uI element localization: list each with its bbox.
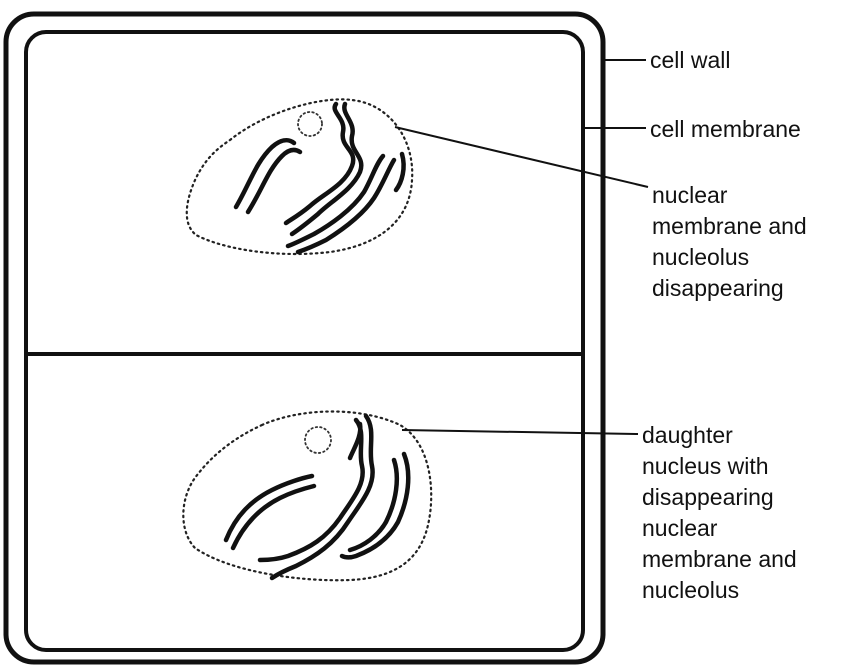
label-line: disappearing [642, 482, 797, 513]
lower-nucleolus [305, 427, 331, 453]
label-daughter-nucleus: daughter nucleus with disappearing nucle… [642, 420, 797, 606]
upper-nucleolus [298, 112, 322, 136]
label-line: membrane and [652, 211, 807, 242]
label-line: daughter [642, 420, 797, 451]
upper-nucleus [187, 99, 412, 254]
label-cell-wall: cell wall [650, 45, 731, 76]
leader-nuclear-membrane [395, 127, 648, 187]
lower-chromosomes [226, 416, 408, 578]
lower-nucleus [183, 411, 431, 580]
label-cell-membrane: cell membrane [650, 114, 801, 145]
label-line: nucleolus [642, 575, 797, 606]
label-line: nuclear [642, 513, 797, 544]
label-line: disappearing [652, 273, 807, 304]
label-line: membrane and [642, 544, 797, 575]
label-line: nucleus with [642, 451, 797, 482]
label-nuclear-membrane-disappearing: nuclear membrane and nucleolus disappear… [652, 180, 807, 304]
label-line: nucleolus [652, 242, 807, 273]
upper-chromosomes [236, 104, 404, 252]
leader-lines [395, 60, 648, 434]
cell-membrane-outline [26, 32, 583, 650]
cell-wall-outline [6, 14, 603, 662]
label-line: nuclear [652, 180, 807, 211]
